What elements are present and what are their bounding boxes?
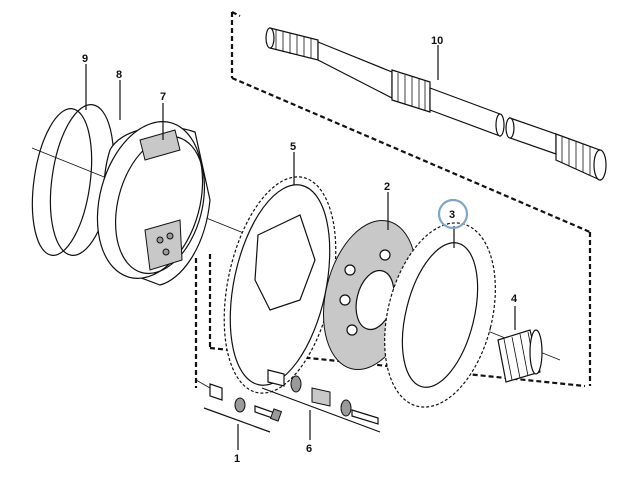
callout-4: 4 (511, 293, 518, 305)
callout-3: 3 (449, 209, 455, 221)
callout-3-highlight-ring (437, 198, 469, 230)
part-7-housing (96, 121, 211, 286)
callout-9: 9 (82, 53, 88, 65)
callout-5: 5 (290, 141, 296, 153)
callout-7: 7 (160, 91, 166, 103)
part-4-pinion (497, 329, 543, 383)
callout-1: 1 (234, 453, 240, 465)
part-1-bolt-assembly (195, 379, 283, 450)
dashed-bracket-top (230, 11, 592, 386)
part-5-ring-gear (223, 176, 337, 394)
part-3-gear-ring (384, 222, 496, 408)
part-6-bolt-assembly (261, 369, 381, 440)
part-10-shaft (265, 27, 607, 181)
callout-10: 10 (431, 35, 443, 47)
callout-2: 2 (384, 181, 390, 193)
leader-lines (85, 45, 516, 330)
part-9-o-ring (31, 108, 93, 256)
callout-6: 6 (306, 443, 312, 455)
callout-8: 8 (116, 69, 122, 81)
